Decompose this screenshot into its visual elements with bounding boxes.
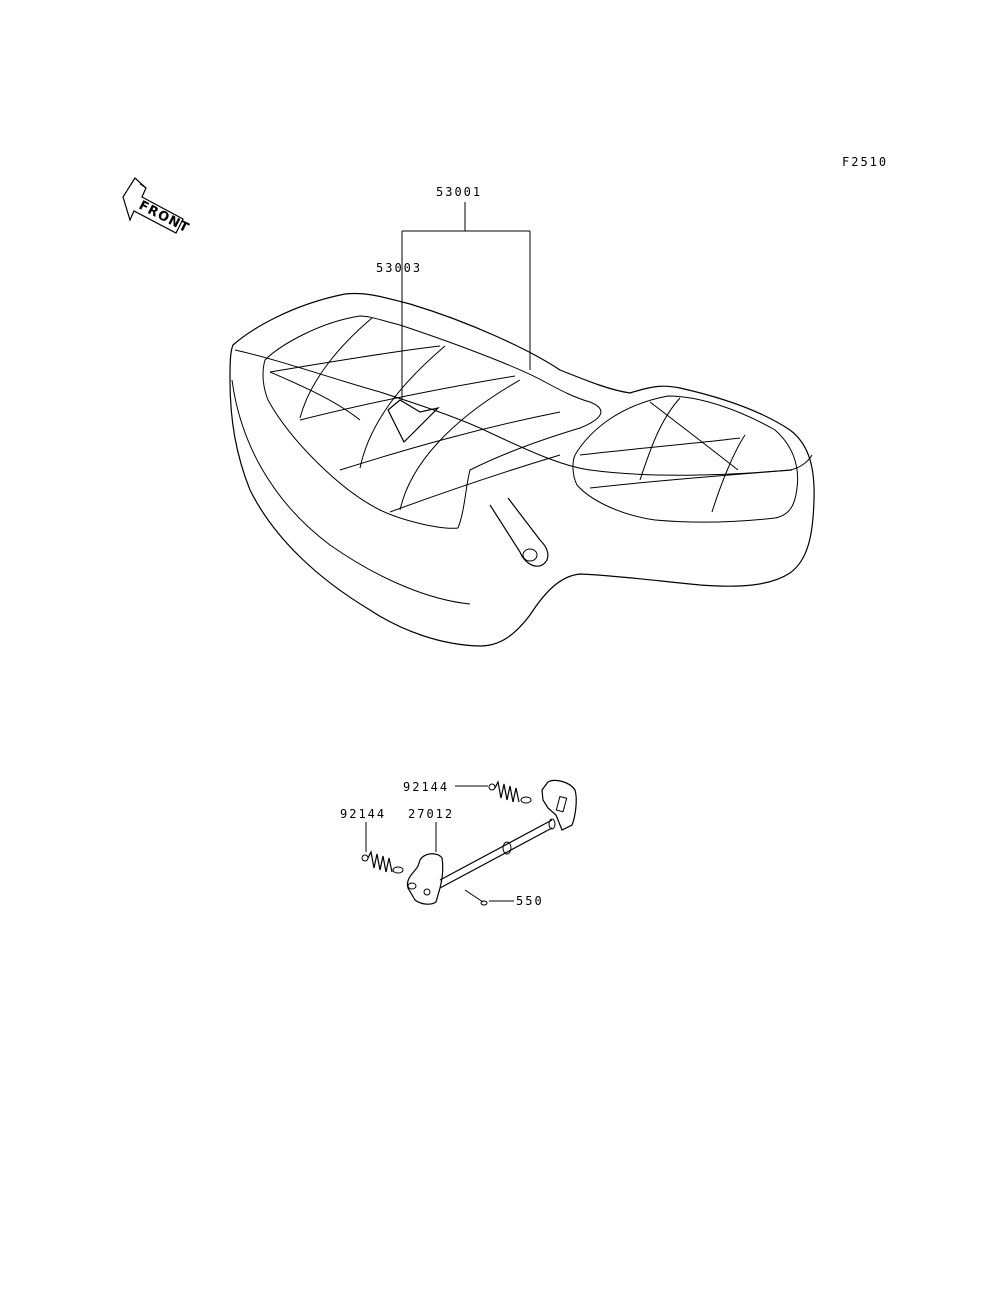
- front-label: FRONT: [136, 198, 192, 236]
- label-92144-left: 92144: [340, 807, 386, 821]
- seat-drawing: [229, 292, 815, 647]
- spring-left: [361, 850, 404, 874]
- label-92144-right: 92144: [403, 780, 449, 794]
- spring-right: [488, 780, 532, 804]
- front-arrow-icon: FRONT: [122, 177, 192, 236]
- hook-lever: [406, 853, 444, 905]
- label-550: 550: [516, 894, 544, 908]
- label-27012: 27012: [408, 807, 454, 821]
- label-53001: 53001: [436, 185, 482, 199]
- figure-code: F2510: [842, 155, 888, 169]
- leader-53001: [401, 202, 531, 400]
- latch-mechanism: 92144 92144 27012 550: [340, 779, 577, 908]
- label-53003: 53003: [376, 261, 422, 275]
- seat-label-plate: [387, 399, 440, 444]
